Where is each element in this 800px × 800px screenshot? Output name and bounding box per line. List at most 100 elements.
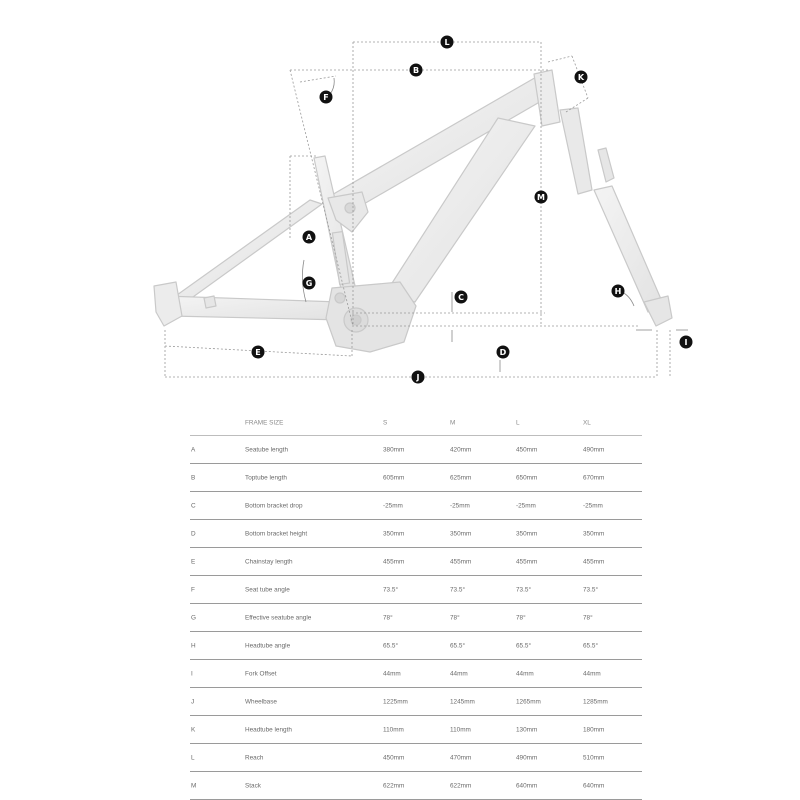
value-xl: 455mm — [583, 558, 605, 565]
svg-text:C: C — [458, 293, 464, 302]
value-m: 44mm — [450, 670, 468, 677]
row-label: Bottom bracket height — [245, 530, 308, 537]
svg-text:F: F — [323, 93, 328, 102]
svg-text:G: G — [306, 279, 313, 288]
row-letter: B — [191, 474, 196, 481]
value-xl: 65.5° — [583, 642, 598, 649]
table-row: C Bottom bracket drop -25mm -25mm -25mm … — [190, 492, 642, 520]
row-label: Stack — [245, 782, 261, 789]
value-l: 73.5° — [516, 586, 531, 593]
value-m: 110mm — [450, 726, 471, 733]
row-label: Chainstay length — [245, 558, 293, 565]
table-row: A Seatube length 380mm 420mm 450mm 490mm — [190, 436, 642, 464]
rear-shock — [331, 230, 351, 286]
row-letter: J — [191, 698, 195, 705]
marker-B: B — [409, 63, 423, 77]
svg-text:B: B — [413, 66, 419, 75]
marker-A: A — [302, 230, 316, 244]
value-l: 130mm — [516, 726, 538, 733]
marker-I: I — [679, 335, 693, 349]
fork-upper — [559, 107, 593, 195]
fork-lower — [593, 185, 665, 313]
value-l: 650mm — [516, 474, 538, 481]
value-s: 1225mm — [383, 698, 408, 705]
table-row: F Seat tube angle 73.5° 73.5° 73.5° 73.5… — [190, 576, 642, 604]
value-s: 110mm — [383, 726, 404, 733]
value-m: 73.5° — [450, 586, 465, 593]
marker-F: F — [319, 90, 333, 104]
marker-C: C — [454, 290, 468, 304]
row-letter: F — [191, 586, 195, 593]
row-letter: A — [191, 446, 196, 453]
value-l: 640mm — [516, 782, 538, 789]
row-label: Headtube angle — [245, 642, 291, 649]
table-row: M Stack 622mm 622mm 640mm 640mm — [190, 772, 642, 800]
value-m: 78° — [450, 614, 460, 621]
value-l: 350mm — [516, 530, 538, 537]
seat-stay — [169, 199, 323, 303]
value-xl: 180mm — [583, 726, 605, 733]
row-label: Seatube length — [245, 446, 288, 453]
value-s: 380mm — [383, 446, 405, 453]
value-s: 350mm — [383, 530, 405, 537]
value-xl: 350mm — [583, 530, 605, 537]
table-row: D Bottom bracket height 350mm 350mm 350m… — [190, 520, 642, 548]
row-label: Headtube length — [245, 726, 292, 733]
row-letter: L — [191, 754, 195, 761]
svg-text:K: K — [578, 73, 585, 82]
table-row: I Fork Offset 44mm 44mm 44mm 44mm — [190, 660, 642, 688]
marker-E: E — [251, 345, 265, 359]
row-label: Seat tube angle — [245, 586, 290, 593]
head-tube — [533, 69, 561, 127]
value-xl: 490mm — [583, 446, 605, 453]
value-l: 78° — [516, 614, 526, 621]
chain-stay — [164, 295, 345, 321]
value-xl: -25mm — [583, 502, 603, 509]
value-s: -25mm — [383, 502, 403, 509]
value-l: 455mm — [516, 558, 538, 565]
svg-text:L: L — [444, 38, 449, 47]
frame-size-header: FRAME SIZE — [245, 419, 284, 426]
value-m: 1245mm — [450, 698, 475, 705]
bike-frame — [153, 69, 673, 353]
brake-mount — [203, 295, 217, 309]
value-s: 450mm — [383, 754, 405, 761]
table-row: J Wheelbase 1225mm 1245mm 1265mm 1285mm — [190, 688, 642, 716]
row-letter: C — [191, 502, 196, 509]
size-header-xl: XL — [583, 419, 591, 426]
table-row: L Reach 450mm 470mm 490mm 510mm — [190, 744, 642, 772]
value-s: 455mm — [383, 558, 405, 565]
value-xl: 78° — [583, 614, 593, 621]
svg-text:H: H — [615, 287, 622, 296]
value-s: 65.5° — [383, 642, 398, 649]
table-row: K Headtube length 110mm 110mm 130mm 180m… — [190, 716, 642, 744]
svg-text:A: A — [306, 233, 313, 242]
marker-M: M — [534, 190, 548, 204]
row-label: Effective seatube angle — [245, 614, 312, 621]
value-xl: 510mm — [583, 754, 605, 761]
front-dropout — [643, 295, 673, 327]
table-row: H Headtube angle 65.5° 65.5° 65.5° 65.5° — [190, 632, 642, 660]
motor-housing — [325, 281, 417, 353]
rear-dropout — [153, 281, 183, 327]
value-m: 470mm — [450, 754, 472, 761]
size-header-l: L — [516, 419, 520, 426]
dimension-markers: L B K F M A G C — [251, 35, 693, 384]
value-xl: 1285mm — [583, 698, 608, 705]
bike-frame-geometry-diagram: L B K F M A G C — [153, 35, 693, 384]
table-row: B Toptube length 605mm 625mm 650mm 670mm — [190, 464, 642, 492]
marker-H: H — [611, 284, 625, 298]
row-letter: K — [191, 726, 196, 733]
value-xl: 670mm — [583, 474, 605, 481]
row-label: Wheelbase — [245, 698, 277, 705]
value-m: 455mm — [450, 558, 472, 565]
size-header-s: S — [383, 419, 388, 426]
svg-text:I: I — [685, 338, 688, 347]
svg-text:E: E — [255, 348, 260, 357]
value-m: 350mm — [450, 530, 472, 537]
value-s: 605mm — [383, 474, 405, 481]
value-m: 622mm — [450, 782, 472, 789]
value-l: 65.5° — [516, 642, 531, 649]
row-label: Fork Offset — [245, 670, 277, 677]
marker-D: D — [496, 345, 510, 359]
